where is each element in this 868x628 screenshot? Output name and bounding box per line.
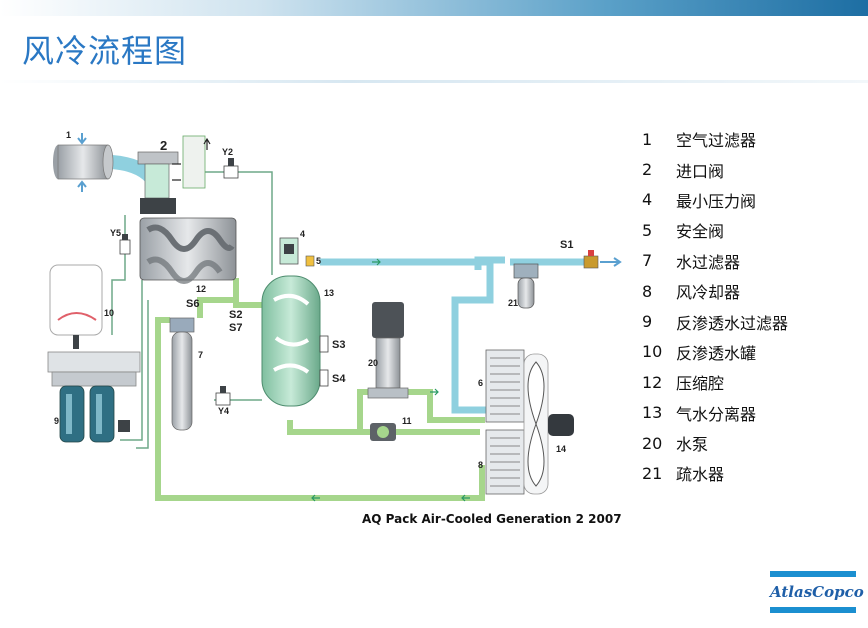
minimum-pressure-valve <box>279 237 299 265</box>
component-legend: 1 空气过滤器 2 进口阀 4 最小压力阀 5 安全阀 7 水过滤器 8 风冷却器 9 反渗透… <box>642 124 788 489</box>
atlas-copco-logo: AtlasCopco <box>770 571 864 613</box>
legend-item: 13 气水分离器 <box>642 398 788 428</box>
legend-number: 7 <box>642 251 653 271</box>
legend-item: 1 空气过滤器 <box>642 124 788 154</box>
water-cooler <box>485 429 525 495</box>
label-13: 13 <box>324 288 334 298</box>
legend-number: 20 <box>642 433 663 453</box>
cooling-fan <box>523 353 574 495</box>
air-water-separator <box>261 275 329 407</box>
legend-label: 疏水器 <box>676 465 725 485</box>
legend-label: 反渗透水过滤器 <box>676 313 789 333</box>
legend-number: 10 <box>642 342 663 362</box>
label-9: 9 <box>54 416 59 426</box>
legend-number: 13 <box>642 403 663 423</box>
legend-label: 水过滤器 <box>676 252 741 272</box>
logo-wordmark: AtlasCopco <box>770 583 864 601</box>
legend-number: 2 <box>642 160 653 180</box>
label-12: 12 <box>196 284 206 294</box>
legend-number: 4 <box>642 190 653 210</box>
label-s3: S3 <box>332 339 345 351</box>
label-5: 5 <box>316 256 321 266</box>
label-s6: S6 <box>186 298 199 310</box>
legend-item: 7 水过滤器 <box>642 246 788 276</box>
safety-valve <box>305 255 315 267</box>
legend-item: 2 进口阀 <box>642 154 788 184</box>
legend-label: 安全阀 <box>676 222 725 242</box>
component-labels: 1 2 Y2 Y5 12 S6 S2 S7 4 5 13 S3 S4 20 10… <box>54 130 573 470</box>
diagram-caption: AQ Pack Air-Cooled Generation 2 2007 <box>362 512 622 526</box>
legend-item: 21 疏水器 <box>642 458 788 488</box>
legend-label: 风冷却器 <box>676 283 741 303</box>
label-11: 11 <box>402 416 412 426</box>
ro-filters <box>47 351 141 443</box>
legend-item: 5 安全阀 <box>642 215 788 245</box>
legend-item: 12 压缩腔 <box>642 367 788 397</box>
label-10: 10 <box>104 308 114 318</box>
page-title: 风冷流程图 <box>22 32 188 70</box>
label-s7: S7 <box>229 322 242 334</box>
legend-label: 最小压力阀 <box>676 191 757 211</box>
legend-number: 8 <box>642 281 653 301</box>
legend-item: 9 反渗透水过滤器 <box>642 306 788 336</box>
legend-label: 压缩腔 <box>676 374 725 394</box>
water-filter <box>169 317 195 431</box>
legend-number: 1 <box>642 129 653 149</box>
header-gradient-bar <box>0 0 868 16</box>
label-4: 4 <box>300 229 305 239</box>
legend-number: 5 <box>642 220 653 240</box>
label-s4: S4 <box>332 373 346 385</box>
label-8: 8 <box>478 460 483 470</box>
label-1: 1 <box>66 130 71 140</box>
compression-chamber <box>139 217 237 284</box>
legend-label: 空气过滤器 <box>676 131 757 151</box>
label-6: 6 <box>478 378 483 388</box>
label-y2: Y2 <box>222 147 233 157</box>
label-s2: S2 <box>229 309 242 321</box>
air-cooler <box>485 349 525 423</box>
label-7: 7 <box>198 350 203 360</box>
legend-label: 气水分离器 <box>676 404 757 424</box>
label-14: 14 <box>556 444 566 454</box>
water-pump <box>367 302 409 399</box>
legend-item: 20 水泵 <box>642 428 788 458</box>
legend-item: 10 反渗透水罐 <box>642 337 788 367</box>
label-s1: S1 <box>560 239 573 251</box>
legend-item: 8 风冷却器 <box>642 276 788 306</box>
air-filter <box>53 133 114 192</box>
flow-arrows <box>311 258 470 502</box>
ro-water-tank <box>49 264 103 349</box>
logo-bottom-bar <box>770 607 856 613</box>
label-y5: Y5 <box>110 228 121 238</box>
solenoid-y4 <box>215 386 231 406</box>
legend-label: 水泵 <box>676 435 709 455</box>
title-divider <box>0 80 868 83</box>
label-20: 20 <box>368 358 378 368</box>
drain-trap <box>513 263 539 309</box>
solenoid-y5 <box>119 234 131 255</box>
label-21: 21 <box>508 298 518 308</box>
label-2: 2 <box>160 138 167 153</box>
inlet-valve <box>137 135 211 214</box>
solenoid-y2 <box>223 158 239 179</box>
legend-number: 9 <box>642 312 653 332</box>
legend-label: 反渗透水罐 <box>676 343 757 363</box>
water-pipes <box>155 278 485 501</box>
legend-number: 12 <box>642 372 663 392</box>
legend-item: 4 最小压力阀 <box>642 185 788 215</box>
outlet-valve <box>583 250 622 269</box>
legend-label: 进口阀 <box>676 161 725 181</box>
check-valve <box>370 423 396 441</box>
legend-number: 21 <box>642 463 663 483</box>
logo-top-bar <box>770 571 856 577</box>
label-y4: Y4 <box>218 406 229 416</box>
